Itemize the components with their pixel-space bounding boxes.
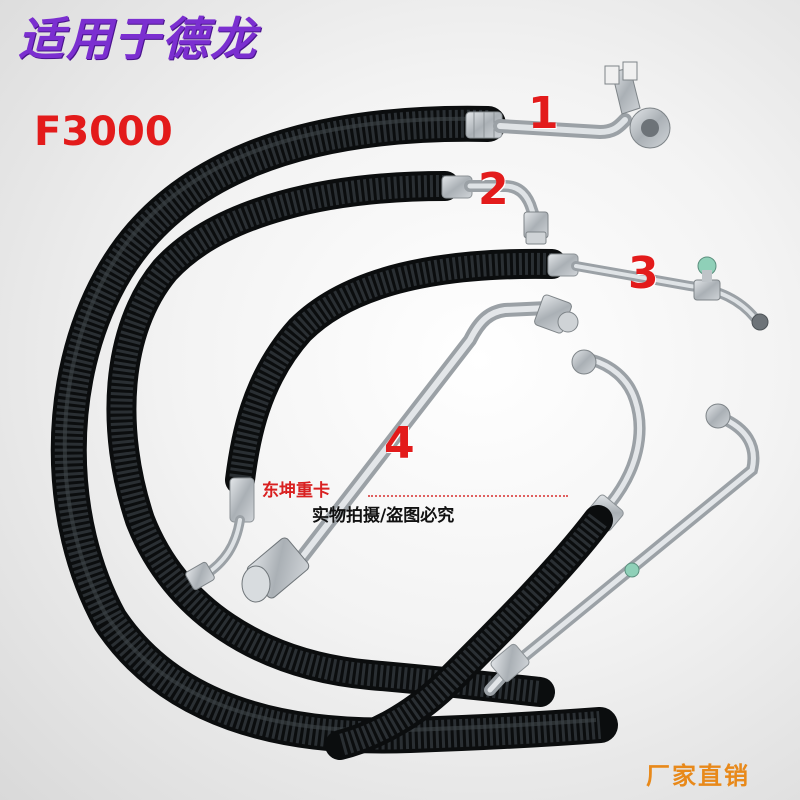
- watermark-divider: [368, 495, 568, 497]
- ac-hose-1-icon: [50, 61, 671, 754]
- part-label-1: 1: [528, 88, 559, 139]
- part-label-2: 2: [478, 164, 509, 215]
- title-text: 适用于德龙: [18, 12, 258, 66]
- model-text: F3000: [34, 109, 173, 155]
- watermark-brand: 东坤重卡: [262, 481, 330, 501]
- factory-direct-badge: 厂家直销: [646, 762, 750, 790]
- watermark-notice: 实物拍摄/盗图必究: [312, 506, 455, 526]
- ac-hose-4b-icon: [325, 349, 646, 760]
- part-label-4: 4: [384, 418, 415, 469]
- ac-pipe-long-icon: [484, 403, 760, 696]
- bracket-fitting-icon: [604, 61, 671, 149]
- ac-hose-2-icon: [106, 171, 555, 707]
- ac-hose-3-icon: [185, 248, 769, 591]
- ac-pipe-4-icon: [241, 294, 579, 603]
- nut-fitting-icon: [241, 537, 310, 603]
- part-label-3: 3: [628, 248, 659, 299]
